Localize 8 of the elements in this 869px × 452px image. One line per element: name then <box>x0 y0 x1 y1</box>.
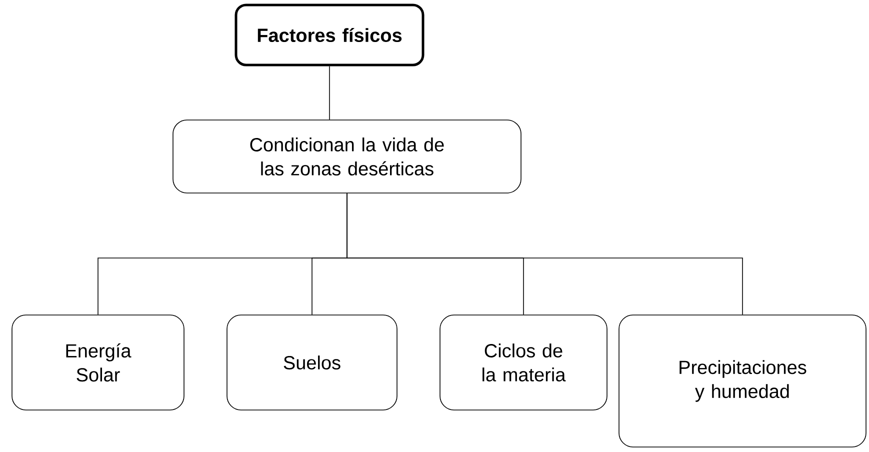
process-box: Energía Solar <box>12 314 184 410</box>
connector-line <box>329 66 330 120</box>
process-box: Suelos <box>226 314 398 410</box>
process-box: Ciclos de la materia <box>440 314 608 410</box>
process-box: Condicionan la vida de las zonas desérticas <box>172 120 522 194</box>
connector-line <box>346 193 743 315</box>
process-box: Precipitaciones y humedad <box>618 314 866 448</box>
title-box: Factores físicos <box>234 4 424 66</box>
